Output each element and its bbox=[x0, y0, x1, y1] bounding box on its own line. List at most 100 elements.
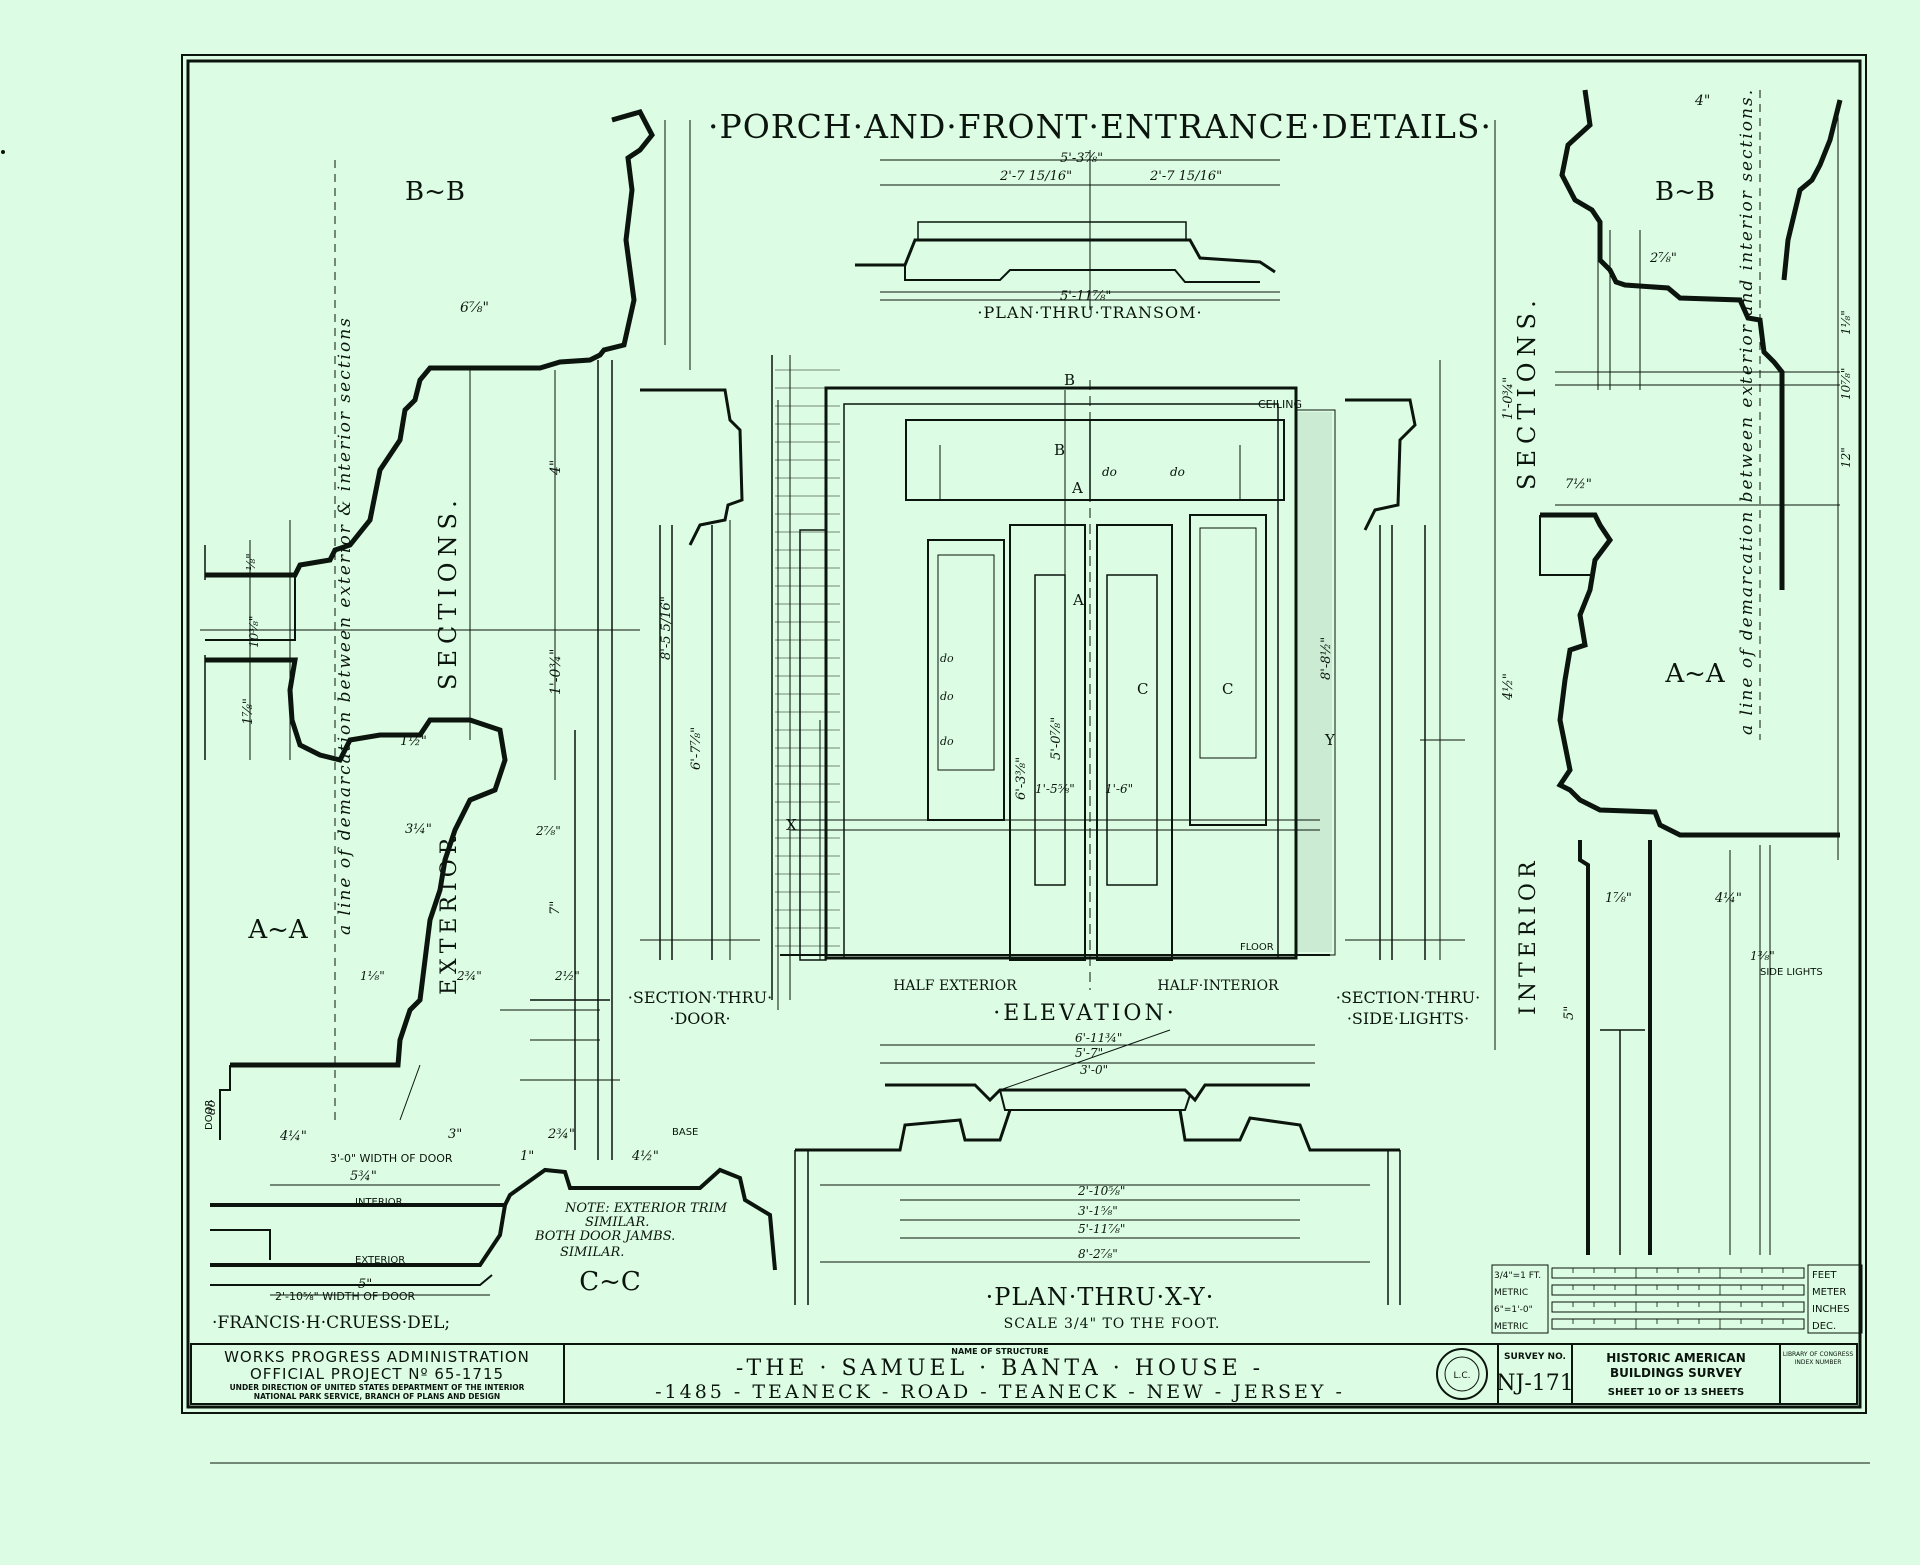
scale-unit-3: INCHES bbox=[1812, 1304, 1850, 1315]
marker-do-6: do bbox=[940, 735, 954, 748]
label-section-sidelights-2: ·SIDE·LIGHTS· bbox=[1347, 1009, 1469, 1028]
marker-y: Y bbox=[1324, 731, 1336, 749]
section-door bbox=[640, 388, 760, 960]
label-half-interior: HALF·INTERIOR bbox=[1157, 978, 1279, 994]
label-section-sidelights-1: ·SECTION·THRU· bbox=[1336, 988, 1480, 1007]
plan-xy bbox=[794, 1029, 1401, 1305]
habs-line-1: HISTORIC AMERICAN bbox=[1606, 1351, 1746, 1365]
label-floor: FLOOR bbox=[1240, 942, 1274, 953]
scale-bars bbox=[1491, 1264, 1863, 1334]
dim-d5: 1⅞" bbox=[241, 698, 256, 725]
loc-line-1: LIBRARY OF CONGRESS bbox=[1783, 1351, 1854, 1358]
dim-d22: 2'-7 15/16" bbox=[999, 169, 1072, 184]
dim-d43: 1'-0¾" bbox=[1501, 377, 1516, 420]
label-plan-transom: ·PLAN·THRU·TRANSOM· bbox=[977, 303, 1202, 322]
marker-do-2: do bbox=[1102, 465, 1117, 479]
note-line-3: BOTH DOOR JAMBS. bbox=[534, 1229, 675, 1244]
dim-d25: 8'-5 5/16" bbox=[659, 596, 674, 660]
seal-text: L.C. bbox=[1453, 1371, 1470, 1381]
dim-d26: 6'-7⅞" bbox=[689, 727, 704, 770]
label-base: BASE bbox=[672, 1127, 698, 1138]
label-aa-right: A~A bbox=[1664, 659, 1726, 689]
dim-d9: 2⅞" bbox=[535, 824, 561, 838]
dim-d17: 1" bbox=[520, 1149, 534, 1164]
marker-do-5: do bbox=[940, 690, 954, 703]
marker-b-2: B bbox=[1054, 441, 1065, 459]
dim-d29: 8'-8½" bbox=[1319, 637, 1334, 680]
label-bb-left: B~B bbox=[405, 177, 465, 207]
margin-mark bbox=[1, 150, 5, 154]
dim-d39: 4" bbox=[1694, 93, 1710, 109]
marker-c-2: C bbox=[1222, 680, 1233, 698]
construction-note: NOTE: EXTERIOR TRIM SIMILAR. BOTH DOOR J… bbox=[534, 1201, 731, 1260]
right-profile-section bbox=[1494, 89, 1843, 1255]
section-sidelights bbox=[1345, 360, 1465, 960]
note-line-1: NOTE: EXTERIOR TRIM bbox=[564, 1201, 728, 1216]
label-interior-vert: INTERIOR bbox=[1516, 856, 1541, 1015]
marker-x: X bbox=[786, 816, 797, 834]
survey-number: NJ-171 bbox=[1496, 1371, 1574, 1396]
dim-d45: 1⅞" bbox=[1605, 891, 1632, 906]
structure-name-label: NAME OF STRUCTURE bbox=[951, 1347, 1048, 1356]
elevation-siding bbox=[775, 369, 840, 947]
loc-line-2: INDEX NUMBER bbox=[1795, 1359, 1842, 1366]
library-seal bbox=[1436, 1348, 1488, 1400]
dim-d49: 1⅛" bbox=[1839, 310, 1853, 335]
left-vertical-dims bbox=[249, 120, 691, 780]
delineator: ·FRANCIS·H·CRUESS·DEL; bbox=[212, 1313, 450, 1333]
marker-a-1: A bbox=[1071, 479, 1083, 497]
label-plan-xy: ·PLAN·THRU·X-Y· bbox=[986, 1283, 1215, 1311]
survey-label: SURVEY NO. bbox=[1504, 1352, 1566, 1362]
label-demarcation-left: a line of demarcation between exterior &… bbox=[335, 316, 355, 935]
label-sections-right: SECTIONS. bbox=[1513, 294, 1541, 490]
label-demarcation-right: a line of demarcation between exterior a… bbox=[1737, 88, 1757, 735]
dim-d12: 2¾" bbox=[456, 969, 482, 983]
dim-d47: 5" bbox=[1562, 1006, 1577, 1020]
marker-b-1: B bbox=[1064, 371, 1075, 389]
label-interior-cc: INTERIOR bbox=[355, 1197, 403, 1208]
dim-d6: 1'-0¾" bbox=[548, 649, 564, 695]
note-line-2: SIMILAR. bbox=[585, 1215, 649, 1230]
label-section-door-1: ·SECTION·THRU· bbox=[628, 988, 772, 1007]
scale-row-label-2: METRIC bbox=[1494, 1288, 1528, 1298]
dim-d23: 2'-7 15/16" bbox=[1149, 169, 1222, 184]
scale-row-label-3: 6"=1'-0" bbox=[1494, 1305, 1533, 1315]
dim-d16: 2¾" bbox=[547, 1127, 575, 1142]
dim-d32: 6'-11¾" bbox=[1075, 1031, 1122, 1045]
dim-d20: 5" bbox=[358, 1277, 372, 1292]
dim-d35: 2'-10⅝" bbox=[1077, 1184, 1125, 1198]
dim-d50: 12" bbox=[1839, 447, 1853, 468]
dim-d11: 1⅛" bbox=[360, 969, 385, 983]
scale-unit-1: FEET bbox=[1812, 1270, 1837, 1281]
label-width-door: 3'-0" WIDTH OF DOOR bbox=[330, 1152, 453, 1165]
marker-do-1: do bbox=[204, 1100, 218, 1115]
jamb-section-cc bbox=[210, 1167, 777, 1296]
dim-d41: 7½" bbox=[1565, 477, 1592, 492]
dim-d30: 1'-5⅝" bbox=[1035, 782, 1075, 796]
label-aa-left: A~A bbox=[247, 915, 309, 945]
label-sections-left: SECTIONS. bbox=[434, 494, 462, 690]
label-bb-right: B~B bbox=[1655, 177, 1715, 207]
marker-a-2: A bbox=[1072, 591, 1084, 609]
scale-unit-4: DEC. bbox=[1812, 1321, 1836, 1332]
label-half-exterior: HALF EXTERIOR bbox=[893, 978, 1017, 994]
dim-d28: 5'-0⅞" bbox=[1049, 717, 1064, 760]
dim-d37: 5'-11⅞" bbox=[1078, 1222, 1125, 1236]
agency-line-1: WORKS PROGRESS ADMINISTRATION bbox=[224, 1348, 530, 1366]
dim-d7: 1½" bbox=[400, 734, 427, 749]
label-exterior-cc: EXTERIOR bbox=[355, 1255, 405, 1266]
dim-d13: 2½" bbox=[554, 969, 580, 983]
dim-d8: 3¼" bbox=[405, 822, 432, 837]
label-width-door2: 2'-10⅝" WIDTH OF DOOR bbox=[275, 1290, 416, 1303]
dim-d4: 10⅜" bbox=[247, 616, 261, 648]
dim-d33: 5'-7" bbox=[1075, 1046, 1103, 1060]
dim-d15: 3" bbox=[448, 1127, 462, 1142]
dim-d46: 1⅜" bbox=[1750, 949, 1775, 963]
sheet-info: SHEET 10 OF 13 SHEETS bbox=[1608, 1387, 1744, 1398]
structure-address: -1485 - TEANECK - ROAD - TEANECK - NEW -… bbox=[655, 1381, 1345, 1403]
agency-line-4: NATIONAL PARK SERVICE, BRANCH OF PLANS A… bbox=[254, 1392, 500, 1401]
dim-d24: 5'-11⅞" bbox=[1060, 289, 1111, 304]
dim-d44: 4¼" bbox=[1714, 891, 1742, 906]
dim-d34: 3'-0" bbox=[1080, 1063, 1108, 1077]
